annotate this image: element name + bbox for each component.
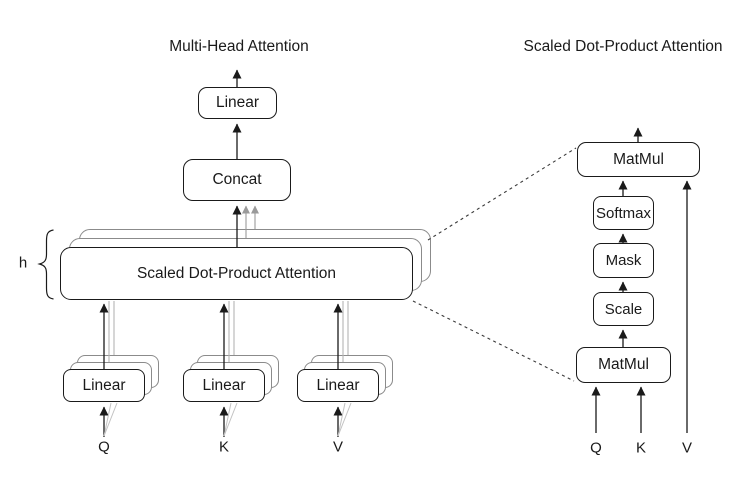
matmul-input-box: MatMul xyxy=(576,347,671,383)
q-linear-box: Linear xyxy=(63,369,145,402)
matmul-output-box: MatMul xyxy=(577,142,700,177)
dashed-connector-top xyxy=(427,147,577,241)
scaled-dot-product-attention-title: Scaled Dot-Product Attention xyxy=(523,38,723,55)
q-input-label-left: Q xyxy=(98,438,110,456)
softmax-box: Softmax xyxy=(593,196,654,230)
gray-stack-lines xyxy=(108,301,349,362)
dashed-connectors xyxy=(412,147,577,382)
multi-head-attention-title: Multi-Head Attention xyxy=(169,38,309,55)
input-fan-lines xyxy=(103,402,352,437)
k-input-label-left: K xyxy=(218,438,230,456)
k-linear-box: Linear xyxy=(183,369,265,402)
scale-box: Scale xyxy=(593,292,654,326)
h-brace xyxy=(37,229,54,300)
mask-box: Mask xyxy=(593,243,654,278)
v-input-label-right: V xyxy=(681,439,693,457)
dashed-connector-bottom xyxy=(412,300,575,382)
output-linear-box: Linear xyxy=(198,87,277,119)
v-input-label-left: V xyxy=(332,438,344,456)
k-input-label-right: K xyxy=(635,439,647,457)
q-input-label-right: Q xyxy=(590,439,602,457)
h-heads-label: h xyxy=(18,254,28,272)
attention-head-box-front: Scaled Dot-Product Attention xyxy=(60,247,413,300)
concat-box: Concat xyxy=(183,159,291,201)
v-linear-box: Linear xyxy=(297,369,379,402)
